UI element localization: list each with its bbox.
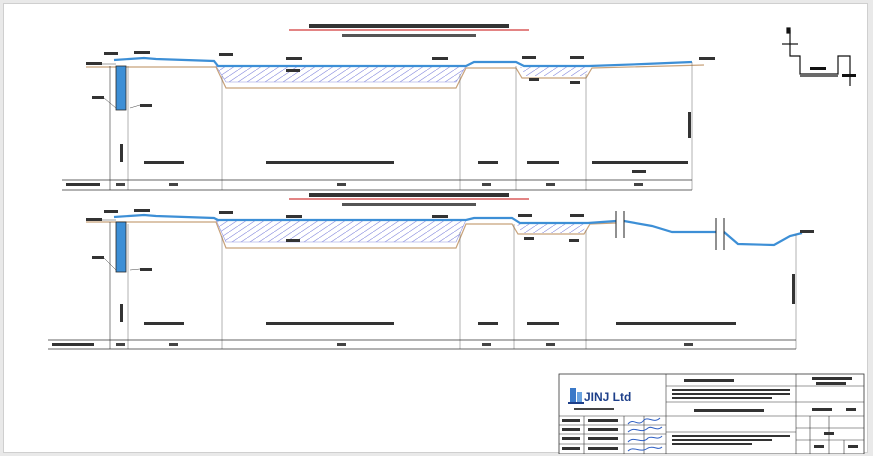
profile-1 (62, 24, 715, 191)
drawing-sheet: JINJ Ltd (3, 3, 868, 454)
profile-1-elevation-marks (86, 51, 715, 107)
company-logo: JINJ Ltd (568, 388, 631, 410)
profile-1-section-labels (144, 161, 688, 173)
profile-2-water-surface (113, 213, 803, 247)
profile-1-inlet-chamber (115, 65, 127, 111)
building-logo-icon (568, 388, 584, 404)
title-block-cell-marks (562, 377, 858, 450)
profile-1-heading (289, 24, 529, 37)
profile-2-distance-row (48, 339, 796, 350)
profile-2-pipe-break-symbols (615, 211, 725, 250)
scale-symbol (782, 27, 856, 86)
profile-1-basin-hatch (215, 65, 467, 83)
profile-2-basin-hatch (215, 219, 467, 243)
title-block: JINJ Ltd (558, 373, 865, 454)
drawing-canvas: JINJ Ltd (48, 24, 865, 454)
profile-2-inlet-chamber (115, 221, 127, 273)
profile-2-basin-hatch-small (516, 223, 588, 233)
profile-1-ground-line (86, 64, 705, 89)
profile-1-distance-row (62, 179, 692, 191)
profile-2-heading (289, 193, 529, 206)
profile-2-ground-line (86, 221, 617, 249)
profile-1-water-surface (113, 56, 693, 68)
profile-2 (48, 193, 814, 350)
company-logo-text: JINJ Ltd (584, 390, 631, 404)
profile-2-elevation-marks (86, 209, 814, 271)
profile-2-section-labels (144, 322, 736, 325)
signatures (627, 417, 663, 452)
profile-1-basin-hatch-small (520, 67, 590, 76)
